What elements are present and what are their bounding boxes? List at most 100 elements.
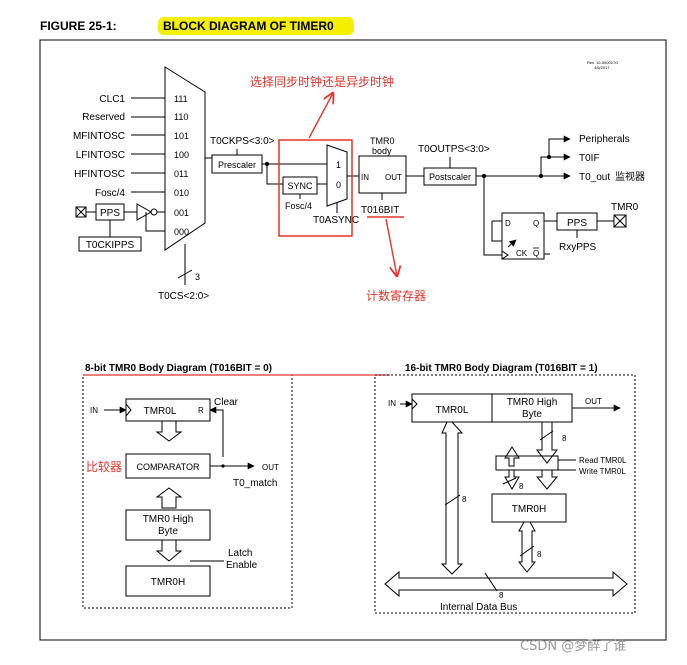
t0cki-pin (75, 206, 87, 218)
mux-code-001: 001 (174, 208, 189, 218)
mux-input-mfintosc: MFINTOSC (73, 131, 125, 142)
internal-data-bus (384, 570, 628, 598)
body8-arrow-up (155, 487, 183, 509)
body16-bus8-a: 8 (462, 495, 467, 504)
t0ckipps-block (78, 236, 142, 252)
mux-select-label: T0CS<2:0> (158, 291, 209, 302)
t0out-output: T0_out (579, 172, 610, 183)
body16-tmr0l (411, 393, 493, 423)
body8-high-byte-l1: TMR0 High (143, 514, 194, 525)
mux-code-110: 110 (174, 112, 188, 122)
sync-label: SYNC (287, 181, 313, 191)
mux-input-hfintosc: HFINTOSC (74, 169, 125, 180)
pps-input-label: PPS (100, 208, 120, 219)
body16-read: Read TMR0L (579, 456, 627, 465)
inverter-bubble (150, 208, 158, 216)
body16-bus8-c: 8 (519, 482, 524, 491)
body16-high-byte-l2: Byte (522, 409, 542, 420)
body16-latch-up (535, 469, 559, 490)
prescaler-bus-label: T0CKPS<3:0> (210, 136, 275, 147)
input-buffer-triangle (136, 203, 153, 221)
mux-inputs: CLC1 Reserved MFINTOSC LFINTOSC HFINTOSC… (73, 94, 189, 237)
body16-write-arrow (535, 421, 559, 464)
mux-input-reserved: Reserved (82, 112, 125, 123)
body8-high-byte-l2: Byte (158, 526, 178, 537)
sync-annotation-arrow (308, 93, 333, 139)
body8-tmr0h (125, 565, 211, 597)
clock-source-mux (164, 66, 206, 251)
body8-r: R (198, 406, 204, 415)
body16-in: IN (388, 399, 396, 408)
comparator-annotation: 比较器 (86, 459, 122, 474)
body16-tmr0l-label: TMR0L (436, 405, 469, 416)
mux-select-line (177, 244, 193, 285)
mux-input-fosc4: Fosc/4 (95, 188, 125, 199)
rxypps-label: RxyPPS (559, 242, 597, 253)
ff-ck: CK (516, 249, 528, 258)
body16-write: Write TMR0L (579, 467, 626, 476)
body8-comparator (125, 453, 211, 479)
tmr0-pin-label: TMR0 (611, 202, 639, 213)
sync-highlight-box (278, 139, 353, 237)
t016bit-label: T016BIT (361, 205, 399, 216)
ff-qbar: Q (533, 249, 539, 258)
mux-code-111: 111 (174, 94, 188, 104)
body16-frame (374, 374, 636, 614)
t0async-label: T0ASYNC (313, 215, 359, 226)
body16-bus8-d: 8 (537, 550, 542, 559)
body8-latch-l1: Latch (228, 548, 252, 559)
body8-tmr0l-label: TMR0L (144, 406, 177, 417)
body16-tmr0l-bus-arrow (440, 421, 464, 575)
body8-comparator-label: COMPARATOR (136, 462, 200, 472)
peripherals-output: Peripherals (579, 134, 630, 145)
mux-code-101: 101 (174, 131, 189, 141)
body8-t0match: T0_match (233, 478, 277, 489)
sync-fosc4-label: Fosc/4 (285, 201, 312, 211)
figure-title: BLOCK DIAGRAM OF TIMER0 (163, 19, 334, 33)
body8-arrow-down2 (155, 539, 183, 562)
mux-code-000: 000 (174, 227, 189, 237)
body16-out: OUT (585, 397, 602, 406)
body8-title: 8-bit TMR0 Body Diagram (T016BIT = 0) (85, 363, 272, 374)
sync-select-mux (326, 144, 348, 207)
tmr0-output-pin (613, 214, 627, 228)
tmr0-body-title: TMR0 (370, 136, 395, 146)
prescaler-label: Prescaler (218, 160, 256, 170)
mux-code-010: 010 (174, 188, 189, 198)
rev-date: 4/6/2017 (594, 65, 610, 70)
body16-high-byte-l1: TMR0 High (507, 397, 558, 408)
tmr0-in-label: IN (361, 173, 369, 182)
sync-mux-input-1: 1 (336, 160, 341, 170)
rev-label: Rev. 10-000017G (587, 60, 618, 65)
postscaler-label: Postscaler (429, 172, 471, 182)
tmr0-annotation-arrow (385, 218, 397, 276)
postscaler-bus-label: T0OUTPS<3:0> (418, 144, 490, 155)
d-flipflop (501, 212, 545, 260)
body8-tmr0h-label: TMR0H (151, 577, 185, 588)
body16-tmr0h (491, 493, 567, 523)
body8-latch-l2: Enable (226, 560, 258, 571)
body16-tmr0h-label: TMR0H (512, 504, 546, 515)
mux-input-clc1: CLC1 (99, 94, 125, 105)
data-bus-label: Internal Data Bus (440, 602, 517, 613)
body16-latch-gate (495, 455, 559, 471)
tmr0-body-block (358, 155, 407, 194)
sync-annotation: 选择同步时钟还是异步时钟 (250, 74, 394, 89)
body8-arrow-down1 (155, 420, 183, 442)
body16-bus8-e: 8 (499, 591, 504, 600)
figure-frame (39, 39, 667, 641)
pps-output-label: PPS (567, 218, 587, 229)
mux-code-011: 011 (174, 169, 188, 179)
t0out-annotation: 监视器 (615, 170, 645, 183)
ff-q: Q (533, 219, 539, 228)
figure-number: FIGURE 25-1: (40, 19, 117, 33)
tmr0-body-subtitle: body (372, 146, 392, 156)
mux-code-100: 100 (174, 150, 189, 160)
body16-bus8-b: 8 (562, 434, 567, 443)
body16-title: 16-bit TMR0 Body Diagram (T016BIT = 1) (405, 363, 598, 374)
ff-d: D (505, 219, 511, 228)
title-highlight (158, 17, 354, 35)
t0if-output: T0IF (579, 153, 600, 164)
body8-high-byte (125, 509, 211, 541)
t0ckipps-label: T0CKIPPS (86, 240, 135, 251)
